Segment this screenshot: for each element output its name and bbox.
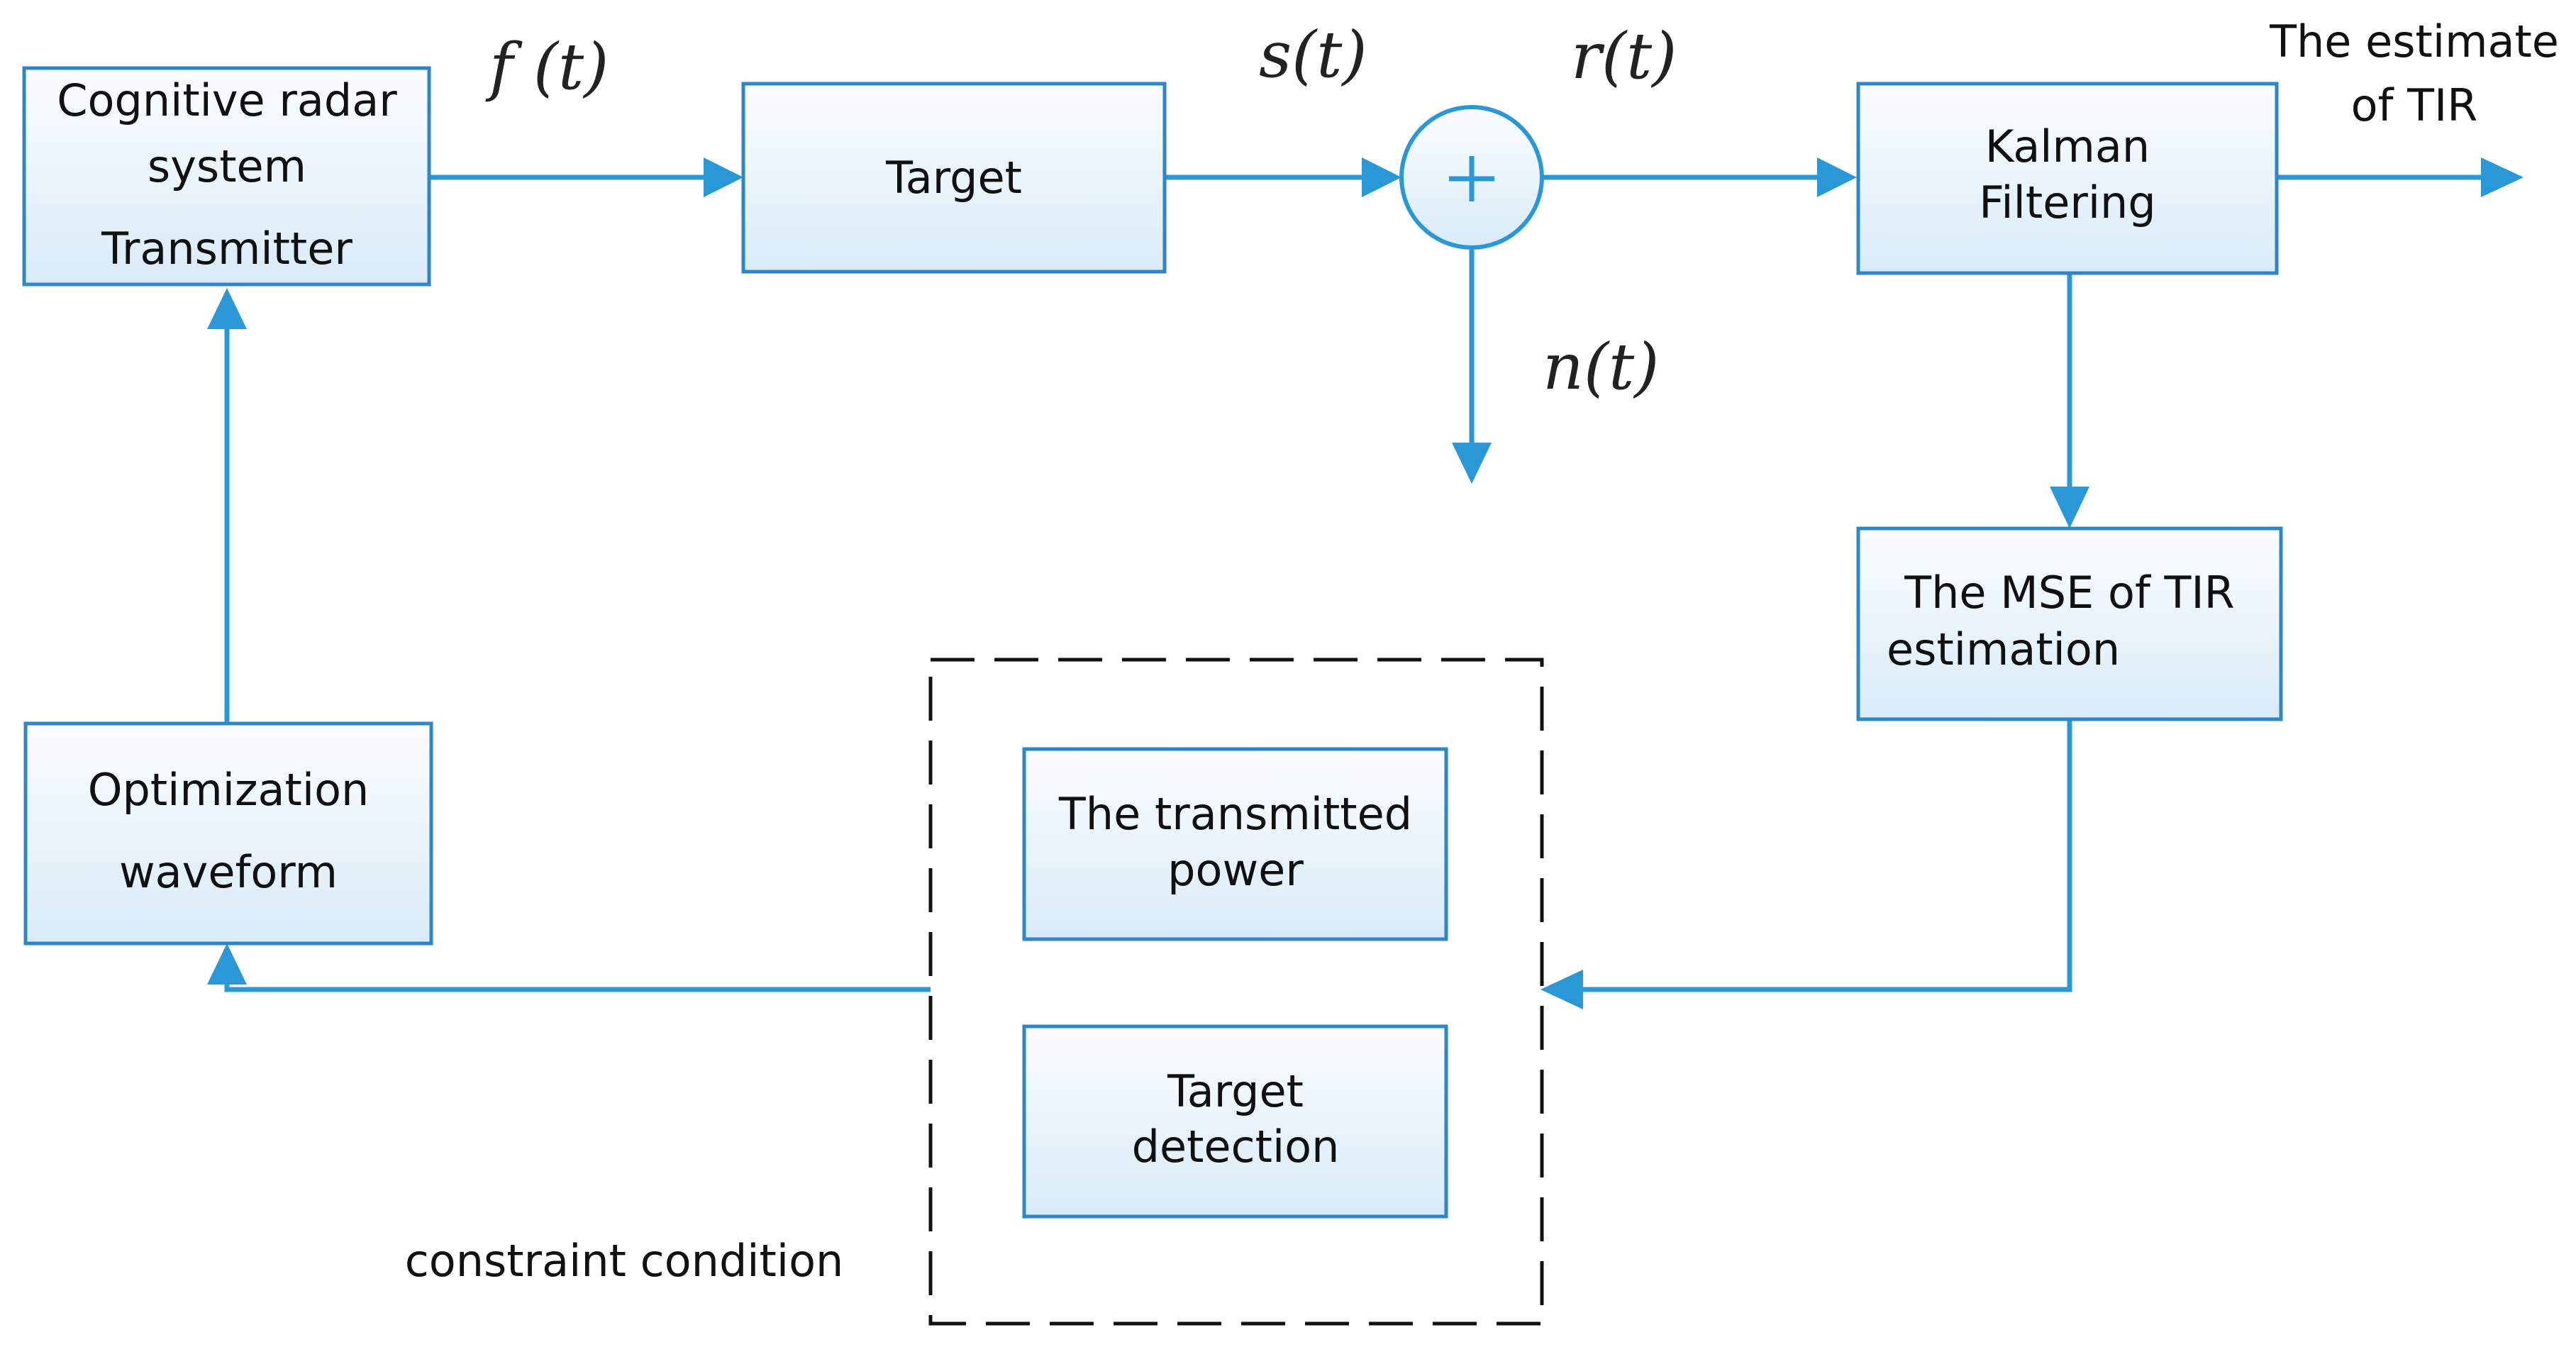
output-label-line-1: The estimate — [2269, 16, 2559, 67]
arrowhead-constraint-input — [1540, 970, 1583, 1009]
block-target-detection: Target detection — [1022, 1024, 1448, 1219]
power-label-line-2: power — [1167, 844, 1304, 896]
mse-label-line-1: The MSE of TIR — [1904, 567, 2234, 619]
arrowhead-sum-input — [1362, 157, 1401, 197]
power-label-line-1: The transmitted — [1058, 788, 1412, 840]
summing-junction — [1399, 105, 1544, 250]
signal-label-rt: r(t) — [1571, 19, 1677, 94]
arrowhead-optimization-input — [207, 943, 247, 985]
arrowhead-target-input — [704, 157, 743, 197]
mse-label-line-2: estimation — [1887, 623, 2120, 675]
arrowhead-mse-input — [2050, 487, 2089, 528]
connectors — [207, 157, 2524, 1009]
optimization-label-line-1: Optimization — [88, 764, 370, 816]
arrowhead-transmitter-input — [207, 288, 247, 329]
transmitter-label-line-1: Cognitive radar — [57, 74, 397, 126]
arrowhead-output — [2481, 157, 2524, 197]
block-mse-estimation: The MSE of TIR estimation — [1856, 526, 2283, 721]
transmitter-label-line-3: Transmitter — [101, 223, 352, 275]
signal-label-nt: n(t) — [1543, 330, 1659, 404]
output-label-line-2: of TIR — [2351, 79, 2478, 131]
constraint-condition-label: constraint condition — [405, 1235, 844, 1287]
block-target: Target — [741, 82, 1167, 274]
edge-mse-to-constraint — [1579, 719, 2072, 992]
block-kalman-filtering: Kalman Filtering — [1856, 82, 2279, 275]
signal-label-st: s(t) — [1259, 18, 1367, 92]
detection-label-line-1: Target — [1167, 1065, 1304, 1117]
arrowhead-kalman-input — [1817, 157, 1857, 197]
kalman-label-line-1: Kalman — [1985, 121, 2150, 172]
detection-label-line-2: detection — [1132, 1121, 1340, 1173]
edge-constraint-to-optimization — [224, 979, 931, 992]
arrowhead-noise — [1452, 443, 1492, 484]
block-transmitter: Cognitive radar system Transmitter — [22, 66, 431, 287]
block-optimization-waveform: Optimization waveform — [23, 721, 433, 946]
block-transmitted-power: The transmitted power — [1022, 747, 1448, 941]
target-label: Target — [885, 152, 1022, 204]
optimization-label-line-2: waveform — [119, 846, 338, 898]
kalman-label-line-2: Filtering — [1979, 177, 2155, 228]
signal-label-ft: f (t) — [485, 30, 609, 104]
transmitter-label-line-2: system — [148, 140, 306, 192]
